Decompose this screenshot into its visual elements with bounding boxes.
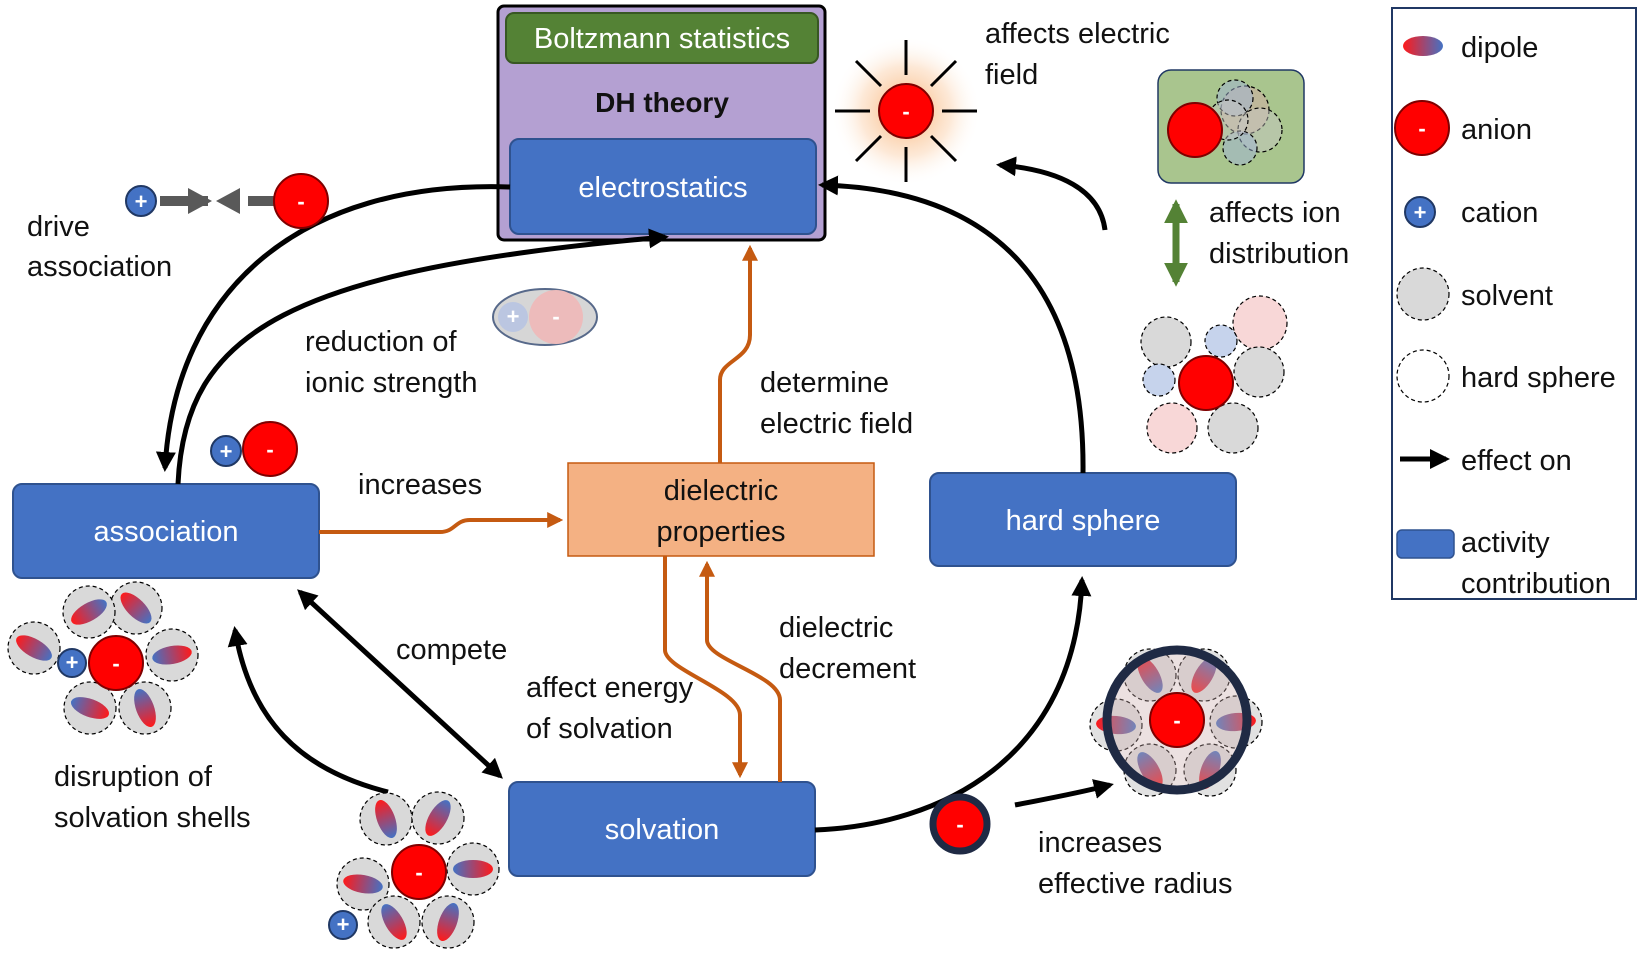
svg-text:-: - — [956, 812, 963, 837]
cation-icon — [125, 185, 157, 217]
effective-radius-illustration: - - — [929, 645, 1263, 855]
affects-field-1: affects electric — [985, 18, 1170, 50]
svg-text:-: - — [266, 437, 273, 462]
legend-activity-1: activity — [1461, 527, 1550, 559]
svg-text:-: - — [902, 99, 909, 124]
svg-text:-: - — [297, 189, 304, 214]
hard-sphere-label: hard sphere — [1006, 505, 1161, 537]
legend-activity-2: contribution — [1461, 568, 1611, 600]
anion-icon — [1167, 102, 1223, 158]
solvent-icon — [1396, 267, 1450, 321]
dielectric-decrement-2: decrement — [779, 653, 916, 685]
svg-text:-: - — [552, 304, 559, 329]
determine-field-2: electric field — [760, 408, 913, 440]
ion-pair-illustration: - + — [210, 421, 298, 477]
electrostatics-label: electrostatics — [578, 172, 747, 204]
solvation-shell-separated-illustration: - + — [328, 791, 500, 949]
affect-energy-2: of solvation — [526, 713, 673, 745]
dielectric-box[interactable] — [567, 462, 875, 557]
effective-radius-2: effective radius — [1038, 868, 1233, 900]
anion-icon — [878, 83, 934, 139]
dielectric-label-2: properties — [657, 516, 786, 548]
legend-dipole: dipole — [1461, 32, 1538, 64]
cation-icon — [328, 910, 358, 940]
boltzmann-label: Boltzmann statistics — [534, 23, 790, 55]
svg-text:-: - — [1173, 708, 1180, 733]
arrow-solvation-to-dielectric — [699, 560, 782, 782]
hard-sphere-overlap-illustration — [1157, 69, 1305, 184]
svg-text:-: - — [112, 651, 119, 676]
drive-association-1: drive — [27, 211, 90, 243]
solvation-label: solvation — [605, 814, 719, 846]
boltzmann-box — [505, 12, 819, 64]
arrow-association-solvation-compete — [297, 589, 503, 779]
anion-icon — [242, 421, 298, 477]
svg-text:+: + — [507, 304, 520, 329]
legend-solvent: solvent — [1461, 280, 1553, 312]
legend-cation: cation — [1461, 197, 1538, 229]
determine-field-1: determine — [760, 367, 889, 399]
dh-theory-label: DH theory — [595, 87, 729, 118]
anion-icon — [88, 635, 144, 691]
affects-dist-2: distribution — [1209, 238, 1349, 270]
affects-field-2: field — [985, 59, 1038, 91]
dielectric-decrement-1: dielectric — [779, 612, 893, 644]
cation-icon — [1404, 196, 1436, 228]
anion-field-illustration: - — [831, 36, 981, 186]
activity-box-icon — [1396, 529, 1455, 559]
hard-sphere-icon — [1396, 349, 1450, 403]
reduction-ionic-1: reduction of — [305, 326, 457, 358]
effective-radius-1: increases — [1038, 827, 1162, 859]
cation-icon — [210, 435, 242, 467]
legend-effect-on: effect on — [1461, 445, 1572, 477]
arrow-association-to-dielectric — [319, 512, 564, 534]
dipole-icon — [1403, 36, 1443, 56]
ion-distribution-illustration — [1140, 295, 1288, 454]
affects-dist-1: affects ion — [1209, 197, 1341, 229]
reduction-ionic-2: ionic strength — [305, 367, 478, 399]
solvated-anion-icon — [929, 793, 991, 855]
arrow-hard-sphere-to-electrostatics — [818, 175, 1086, 474]
cation-icon — [57, 648, 87, 678]
affect-energy-1: affect energy — [526, 672, 694, 704]
association-label: association — [93, 516, 238, 548]
svg-text:+: + — [1414, 200, 1427, 225]
arrow-affects-electric-field — [996, 156, 1108, 231]
solvation-shell-contact-illustration: - + — [7, 581, 199, 735]
drive-association-2: association — [27, 251, 172, 283]
legend-hard-sphere: hard sphere — [1461, 362, 1616, 394]
svg-text:+: + — [135, 189, 148, 214]
arrow-association-to-electrostatics — [175, 228, 669, 485]
disruption-shells-1: disruption of — [54, 761, 213, 793]
arrow-disruption-to-association — [227, 626, 389, 795]
anion-icon — [1178, 355, 1234, 411]
svg-text:+: + — [337, 912, 350, 937]
drive-association-illustration: + - — [125, 173, 329, 229]
anion-icon — [1394, 100, 1450, 156]
increases-label: increases — [358, 469, 482, 501]
anion-icon — [1149, 692, 1205, 748]
compete-label: compete — [396, 634, 507, 666]
anion-icon — [273, 173, 329, 229]
svg-text:-: - — [415, 860, 422, 885]
dielectric-label-1: dielectric — [664, 475, 778, 507]
arrow-dielectric-to-solvation — [663, 556, 748, 779]
svg-text:+: + — [66, 650, 79, 675]
svg-text:+: + — [220, 439, 233, 464]
arrow-electrostatics-to-association — [155, 184, 511, 472]
arrow-dielectric-to-electrostatics — [718, 244, 758, 463]
arrow-solvation-to-hard-sphere — [814, 576, 1092, 833]
arrow-effective-radius — [1014, 779, 1114, 808]
legend-anion: anion — [1461, 114, 1532, 146]
disruption-shells-2: solvation shells — [54, 802, 251, 834]
svg-text:-: - — [1418, 116, 1425, 141]
anion-icon — [391, 844, 447, 900]
legend: dipole - anion + cation solvent hard sph… — [1391, 7, 1637, 600]
ion-pair-grey-illustration: + - — [492, 288, 598, 346]
